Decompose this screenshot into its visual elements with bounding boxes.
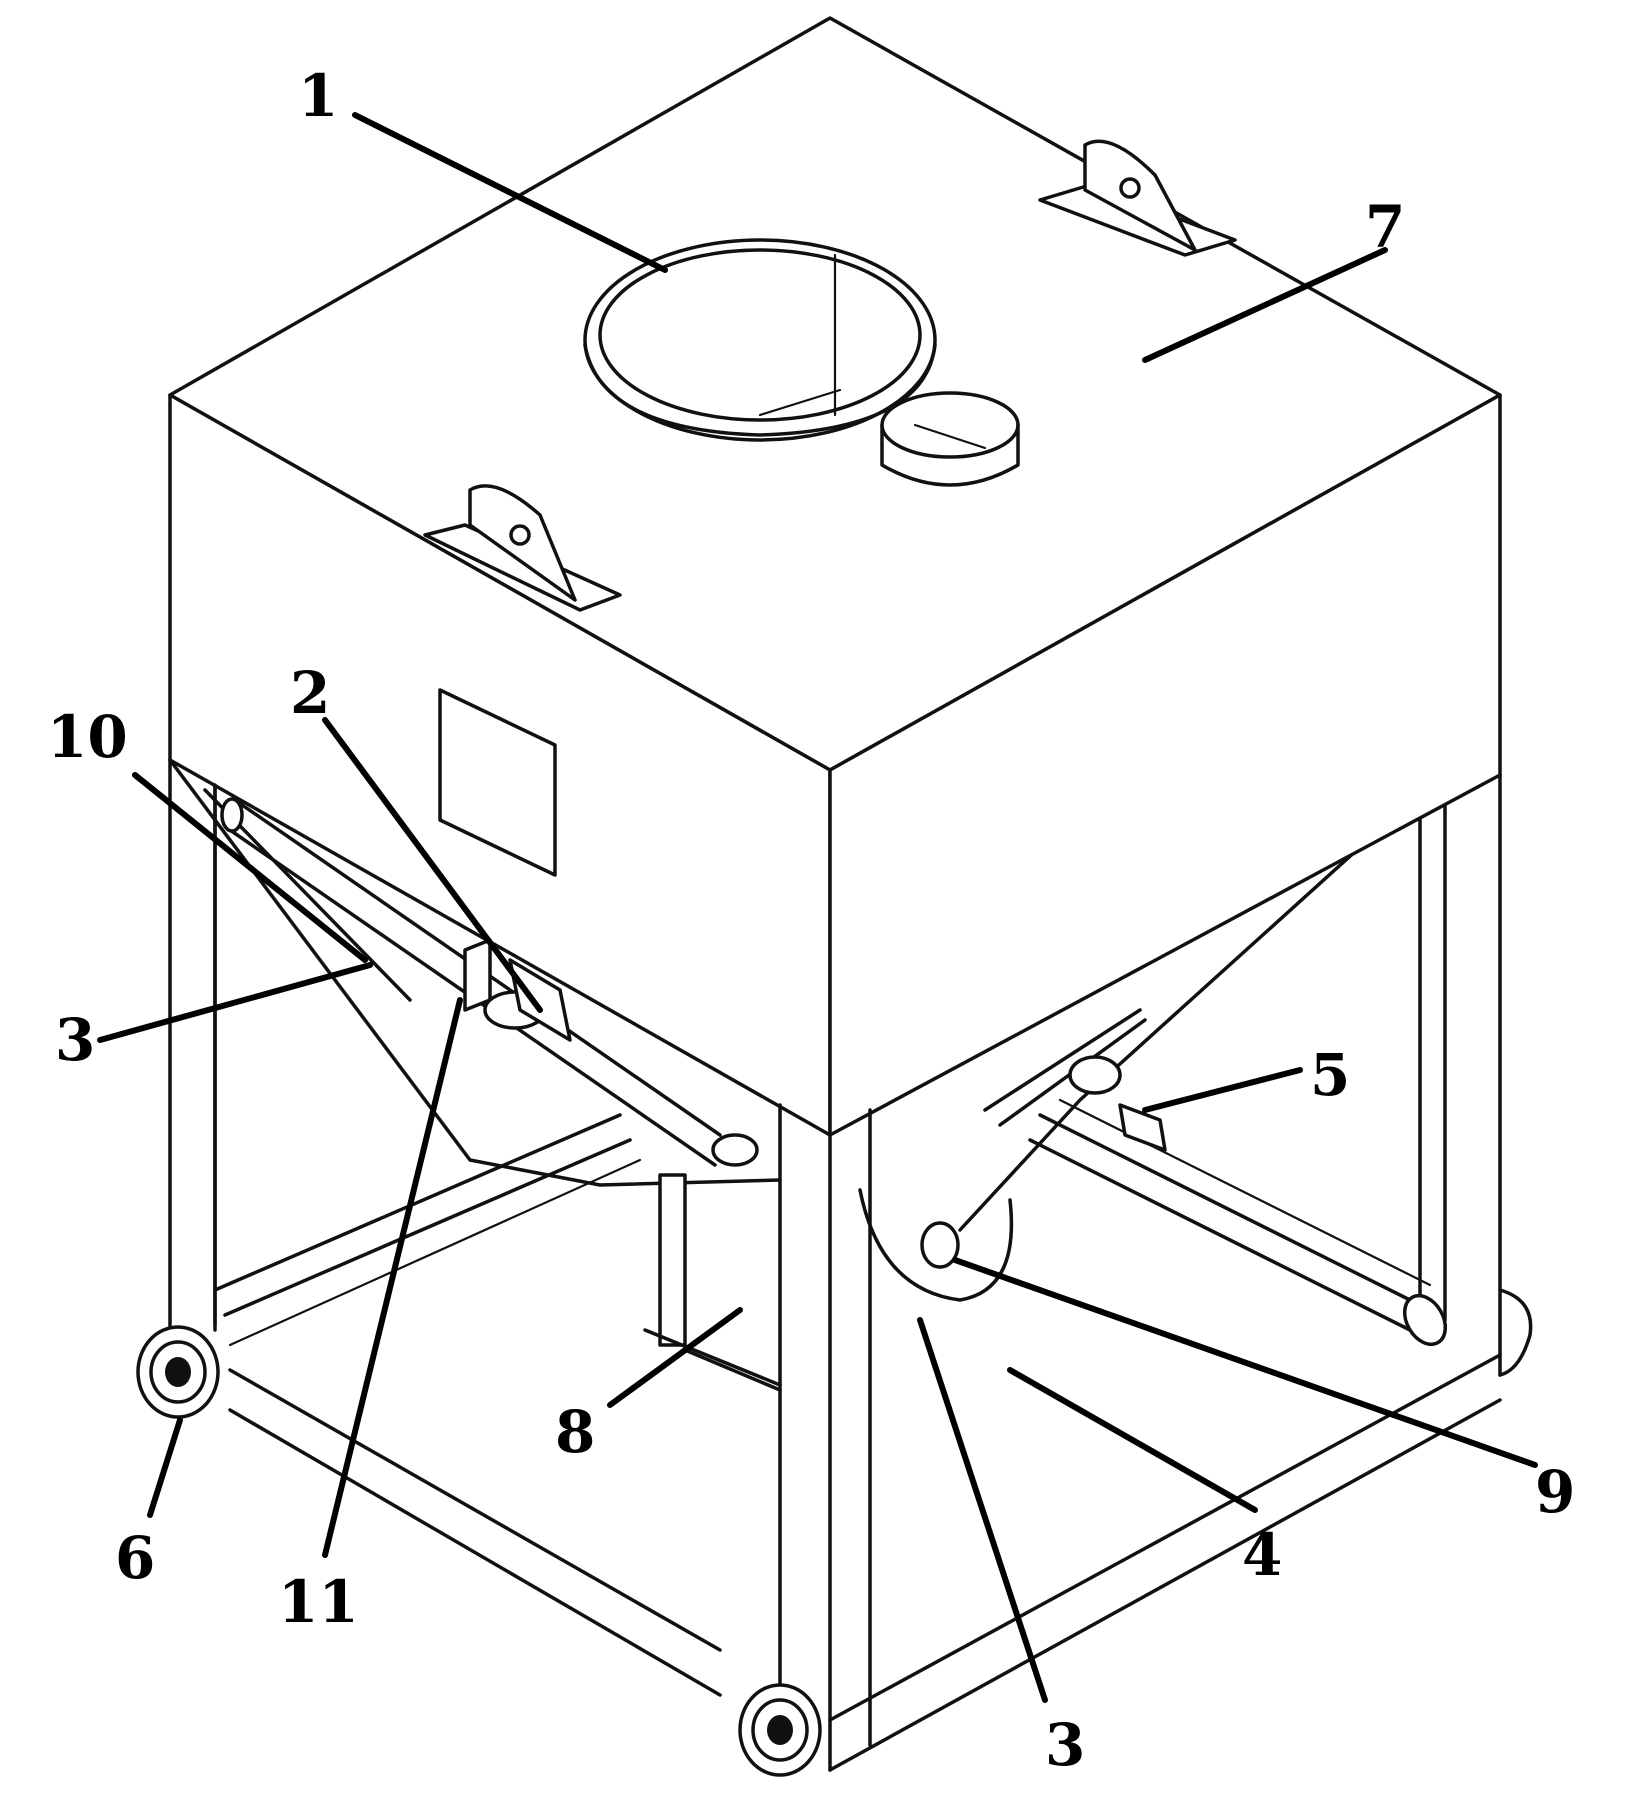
callout-3b: 3 — [1045, 1711, 1085, 1779]
callout-4: 4 — [1242, 1521, 1282, 1589]
callout-11: 11 — [278, 1568, 359, 1636]
lifting-lug-right — [1038, 139, 1237, 257]
callout-labels: 1 2 10 3 7 5 8 6 9 4 11 3 — [47, 62, 1575, 1779]
callout-2: 2 — [290, 659, 330, 727]
callout-1: 1 — [298, 62, 338, 130]
callout-10: 10 — [47, 703, 128, 771]
feed-inlet — [583, 238, 937, 442]
leader-lines — [97, 112, 1538, 1703]
inspection-window — [438, 688, 557, 877]
caster-wheel-left — [136, 1325, 220, 1419]
vibrator-assembly-right — [920, 1008, 1167, 1269]
leader-7 — [1142, 247, 1388, 363]
callout-7: 7 — [1365, 193, 1405, 261]
discharge-outlet — [643, 1173, 782, 1392]
caster-wheel-front — [738, 1683, 822, 1777]
leader-2 — [322, 717, 543, 1013]
leader-3b — [917, 1317, 1048, 1703]
leader-8 — [607, 1307, 743, 1408]
leader-9 — [952, 1257, 1538, 1468]
small-port — [880, 391, 1020, 487]
rear-frame — [213, 778, 1448, 1347]
leader-1 — [352, 112, 668, 273]
lifting-lug-left — [423, 484, 622, 612]
callout-8: 8 — [555, 1398, 595, 1466]
callout-6: 6 — [115, 1524, 155, 1592]
hopper-cone — [168, 758, 1442, 1302]
leader-10 — [132, 772, 368, 963]
leader-4 — [1007, 1367, 1258, 1513]
vibrator-assembly-left — [220, 797, 759, 1167]
leader-5 — [1142, 1067, 1303, 1113]
callout-9: 9 — [1535, 1458, 1575, 1526]
leader-3a — [97, 962, 373, 1043]
leader-6 — [147, 1417, 183, 1518]
leader-11 — [322, 997, 463, 1558]
callout-5: 5 — [1310, 1041, 1350, 1109]
callout-3a: 3 — [55, 1006, 95, 1074]
